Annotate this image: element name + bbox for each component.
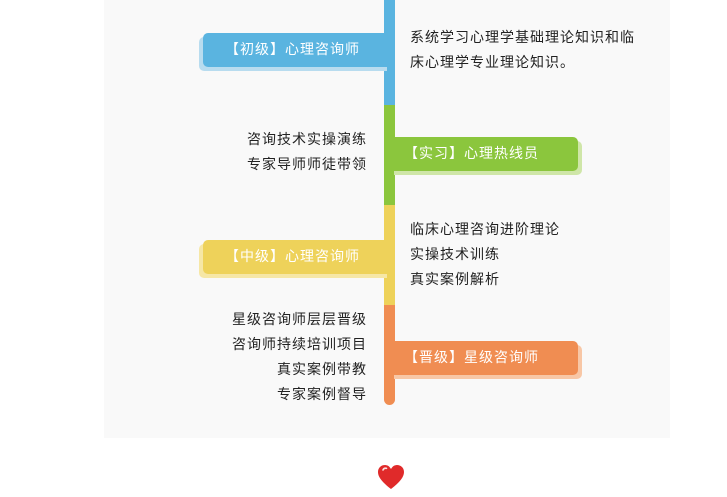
desc-line: 真实案例解析 xyxy=(410,272,500,288)
desc-line: 实操技术训练 xyxy=(410,247,500,263)
desc-line: 专家导师师徒带领 xyxy=(247,157,367,173)
desc-line: 系统学习心理学基础理论知识和临 xyxy=(410,30,635,46)
desc-line: 床心理学专业理论知识。 xyxy=(410,55,575,71)
desc-line: 咨询技术实操演练 xyxy=(247,132,367,148)
stage-desc-intern: 咨询技术实操演练 专家导师师徒带领 xyxy=(247,128,367,178)
timeline-segment-advanced xyxy=(384,305,395,405)
stage-tag-advanced: 【晋级】星级咨询师 xyxy=(390,341,578,375)
desc-line: 真实案例带教 xyxy=(277,362,367,378)
stage-tag-beginner: 【初级】心理咨询师 xyxy=(203,33,391,67)
stage-tag-intermediate: 【中级】心理咨询师 xyxy=(203,240,391,274)
desc-line: 专家案例督导 xyxy=(277,387,367,403)
stage-tag-intern: 【实习】心理热线员 xyxy=(390,137,578,171)
desc-line: 咨询师持续培训项目 xyxy=(232,337,367,353)
heart-icon xyxy=(378,465,404,489)
stage-desc-beginner: 系统学习心理学基础理论知识和临 床心理学专业理论知识。 xyxy=(410,26,635,76)
timeline-segment-intern xyxy=(384,105,395,205)
desc-line: 临床心理咨询进阶理论 xyxy=(410,222,560,238)
desc-line: 星级咨询师层层晋级 xyxy=(232,312,367,328)
stage-desc-intermediate: 临床心理咨询进阶理论 实操技术训练 真实案例解析 xyxy=(410,218,560,293)
stage-desc-advanced: 星级咨询师层层晋级 咨询师持续培训项目 真实案例带教 专家案例督导 xyxy=(232,308,367,408)
